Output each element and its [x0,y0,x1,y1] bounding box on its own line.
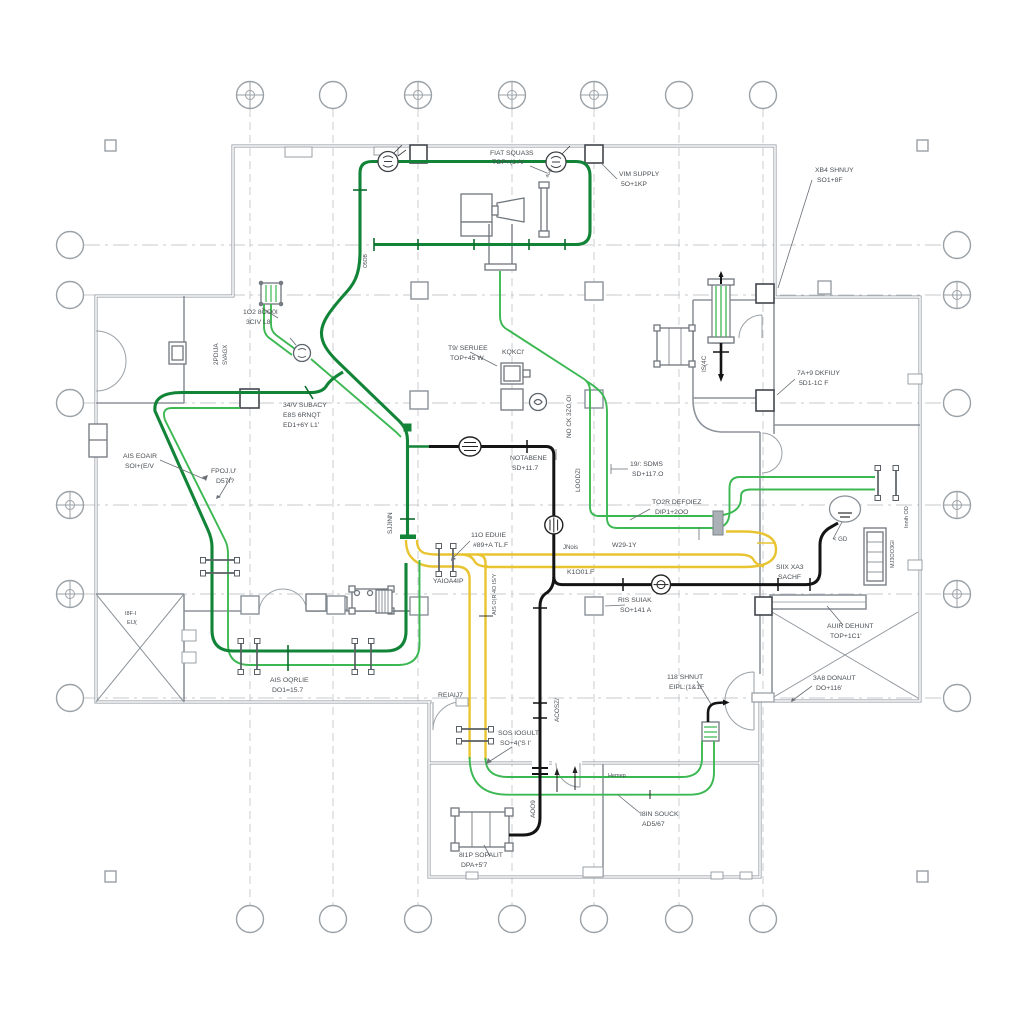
svg-text:EIPL:(1&1F: EIPL:(1&1F [669,684,704,691]
svg-text:IS(4C: IS(4C [701,355,708,372]
svg-text:O5OB: O5OB [363,253,369,268]
svg-text:< GD: < GD [833,537,848,543]
svg-text:5O+1KP: 5O+1KP [621,181,647,188]
svg-text:SOS IOGULT: SOS IOGULT [498,730,539,737]
svg-text:1O2 8OO0I: 1O2 8OO0I [243,309,278,316]
svg-text:D57I?: D57I? [216,478,234,485]
svg-text:MJ3OO3GI: MJ3OO3GI [890,540,896,568]
svg-text:T9/ SERUEE: T9/ SERUEE [448,345,488,352]
svg-text:SD+117.O: SD+117.O [632,471,663,478]
svg-text:3CIV L8: 3CIV L8 [246,319,271,326]
svg-text:2PDIJA: 2PDIJA [213,343,220,365]
svg-text:DO+116': DO+116' [816,685,842,692]
svg-text:AD5/67: AD5/67 [642,821,665,828]
svg-text:#89+A TL.F: #89+A TL.F [473,542,508,549]
svg-text:LOODZI: LOODZI [575,468,582,492]
svg-text:SO+141 A: SO+141 A [620,607,652,614]
svg-text:11O EDUIE: 11O EDUIE [471,532,506,539]
svg-text:SO1+8F: SO1+8F [817,177,843,184]
svg-text:XB4 SHNUY: XB4 SHNUY [815,167,854,174]
svg-text:AUIR DEHUNT: AUIR DEHUNT [827,623,873,630]
svg-text:SVAGX: SVAGX [223,345,229,365]
svg-text:DPA+5'7: DPA+5'7 [461,862,488,869]
svg-text:TOP+45 W: TOP+45 W [450,355,484,362]
svg-text:VIM SUPPLY: VIM SUPPLY [619,171,660,178]
svg-text:TOP+1C1': TOP+1C1' [830,633,862,640]
svg-text:5D1-1C F: 5D1-1C F [799,380,828,387]
svg-text:118 SHNUT: 118 SHNUT [667,674,703,681]
svg-text:REIAIJ7: REIAIJ7 [438,692,463,699]
svg-text:AIS EOAIR: AIS EOAIR [123,453,157,460]
svg-text:I8IN SOUCK: I8IN SOUCK [640,811,679,818]
svg-text:RIS SUIAK: RIS SUIAK [618,597,652,604]
svg-text:KQKCI': KQKCI' [502,349,524,356]
svg-text:K1O01.F: K1O01.F [567,569,594,576]
svg-text:SJJINN: SJJINN [387,512,394,534]
svg-text:SACHF: SACHF [778,574,801,581]
svg-text:AIS O(R 4O IS/Y: AIS O(R 4O IS/Y [492,573,498,615]
svg-text:SOI+(E/V: SOI+(E/V [125,463,154,470]
svg-text:3A8 DONAUT: 3A8 DONAUT [813,675,856,682]
svg-text:TO2R DEFOIEZ: TO2R DEFOIEZ [652,499,701,506]
svg-text:8I1P SOPALIT: 8I1P SOPALIT [459,852,503,859]
svg-text:ED1+6Y L1': ED1+6Y L1' [283,422,319,429]
svg-text:7A+9 DKFIUY: 7A+9 DKFIUY [797,370,840,377]
svg-text:DIP1+2OO: DIP1+2OO [655,509,688,516]
svg-text:JNois: JNois [563,545,578,551]
svg-text:DO1=15.7: DO1=15.7 [272,687,303,694]
svg-text:SIIX XA3: SIIX XA3 [776,564,804,571]
svg-text:SO+4('S I': SO+4('S I' [500,740,531,747]
svg-text:19/: SDMS: 19/: SDMS [630,461,663,468]
svg-text:TOP+(1 A/: TOP+(1 A/ [492,159,524,166]
svg-text:EIJ(: EIJ( [127,620,137,626]
svg-text:Hemep.: Hemep. [608,773,628,779]
svg-text:FIAT SQUA3S: FIAT SQUA3S [490,150,534,157]
svg-text:I8F-I: I8F-I [125,611,137,617]
svg-text:FPOJ.U': FPOJ.U' [211,468,236,475]
svg-text:W29-1Y: W29-1Y [612,542,637,549]
svg-text:NOTABENE: NOTABENE [510,455,547,462]
svg-text:ACOSZ/: ACOSZ/ [554,698,561,722]
svg-text:AOO9: AOO9 [530,800,537,818]
svg-text:Innih OD: Innih OD [904,506,910,528]
svg-text:34/V SUBACY: 34/V SUBACY [283,402,327,409]
svg-text:4o4/: 4o4/ [544,167,554,179]
svg-text:E8S 6RNQT: E8S 6RNQT [283,412,321,419]
svg-text:NO CK 3ZO OI: NO CK 3ZO OI [566,395,573,438]
svg-text:SD+11.7: SD+11.7 [512,465,538,472]
svg-text:AIS OQRLIE: AIS OQRLIE [270,677,309,684]
svg-text:YAIOA4IP: YAIOA4IP [433,578,464,585]
